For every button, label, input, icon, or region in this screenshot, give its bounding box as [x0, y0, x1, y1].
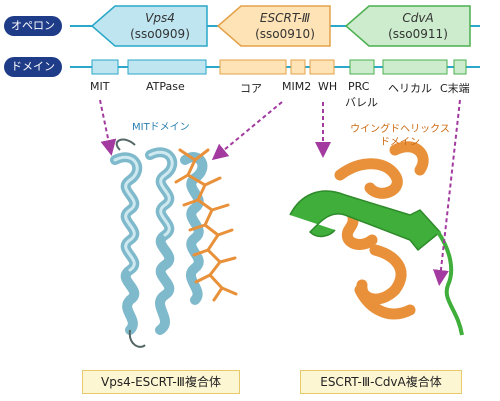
cdva-strand: [289, 190, 442, 252]
domain-bar-mit: [91, 59, 119, 75]
domain-row-label: ドメイン: [4, 57, 62, 77]
gene-id-cdva: (sso0911): [388, 27, 448, 41]
gene-id-escrt: (sso0910): [255, 27, 315, 41]
domain-label-core: コア: [240, 82, 262, 95]
arrow-cterm: [432, 99, 461, 286]
domain-label-atpase: ATPase: [146, 80, 185, 93]
vps4-mit-structure-highlight: [113, 151, 174, 272]
cdva-tail: [436, 230, 464, 336]
domain-bar-cterm: [453, 59, 467, 75]
arrow-mit: [99, 99, 117, 156]
caption-right: ESCRT-Ⅲ-CdvA複合体: [300, 370, 462, 394]
domain-label-mim2: MIM2: [282, 80, 312, 93]
domain-bar-atpase: [127, 59, 207, 75]
domain-label-helical: ヘリカル: [388, 82, 432, 95]
operon-row-label: オペロン: [4, 16, 62, 36]
gene-name-escrt: ESCRT-Ⅲ: [260, 11, 310, 25]
mit-domain-annotation: MITドメイン: [132, 122, 190, 133]
domain-bar-prc: [349, 59, 375, 75]
domain-label-cterm: C末端: [440, 82, 470, 95]
domain-label-barrel: バレル: [345, 96, 378, 109]
gene-arrow-escrt: [216, 5, 331, 47]
domain-bar-wh: [309, 59, 335, 75]
domain-label-wh: WH: [318, 80, 338, 93]
domain-label-prc: PRC: [348, 80, 370, 93]
domain-label-mit: MIT: [90, 80, 110, 93]
winged-helix-annotation-line2: ドメイン: [380, 137, 420, 148]
gene-arrow-cdva: [344, 5, 471, 47]
domain-bar-core: [219, 59, 287, 75]
gene-arrow-vps4: [90, 5, 208, 47]
winged-helix-annotation-line1: ウイングドヘリックス: [350, 124, 450, 135]
arrow-mim2: [211, 101, 283, 161]
domain-bar-mim2: [290, 59, 306, 75]
escrt-mim2-peptide: [174, 148, 238, 302]
vps4-loop: [115, 138, 146, 348]
caption-left: Vps4-ESCRT-Ⅲ複合体: [82, 370, 240, 394]
gene-id-vps4: (sso0909): [130, 27, 190, 41]
gene-name-cdva: CdvA: [402, 11, 433, 25]
gene-name-vps4: Vps4: [145, 11, 175, 25]
domain-bar-helical: [382, 59, 448, 75]
